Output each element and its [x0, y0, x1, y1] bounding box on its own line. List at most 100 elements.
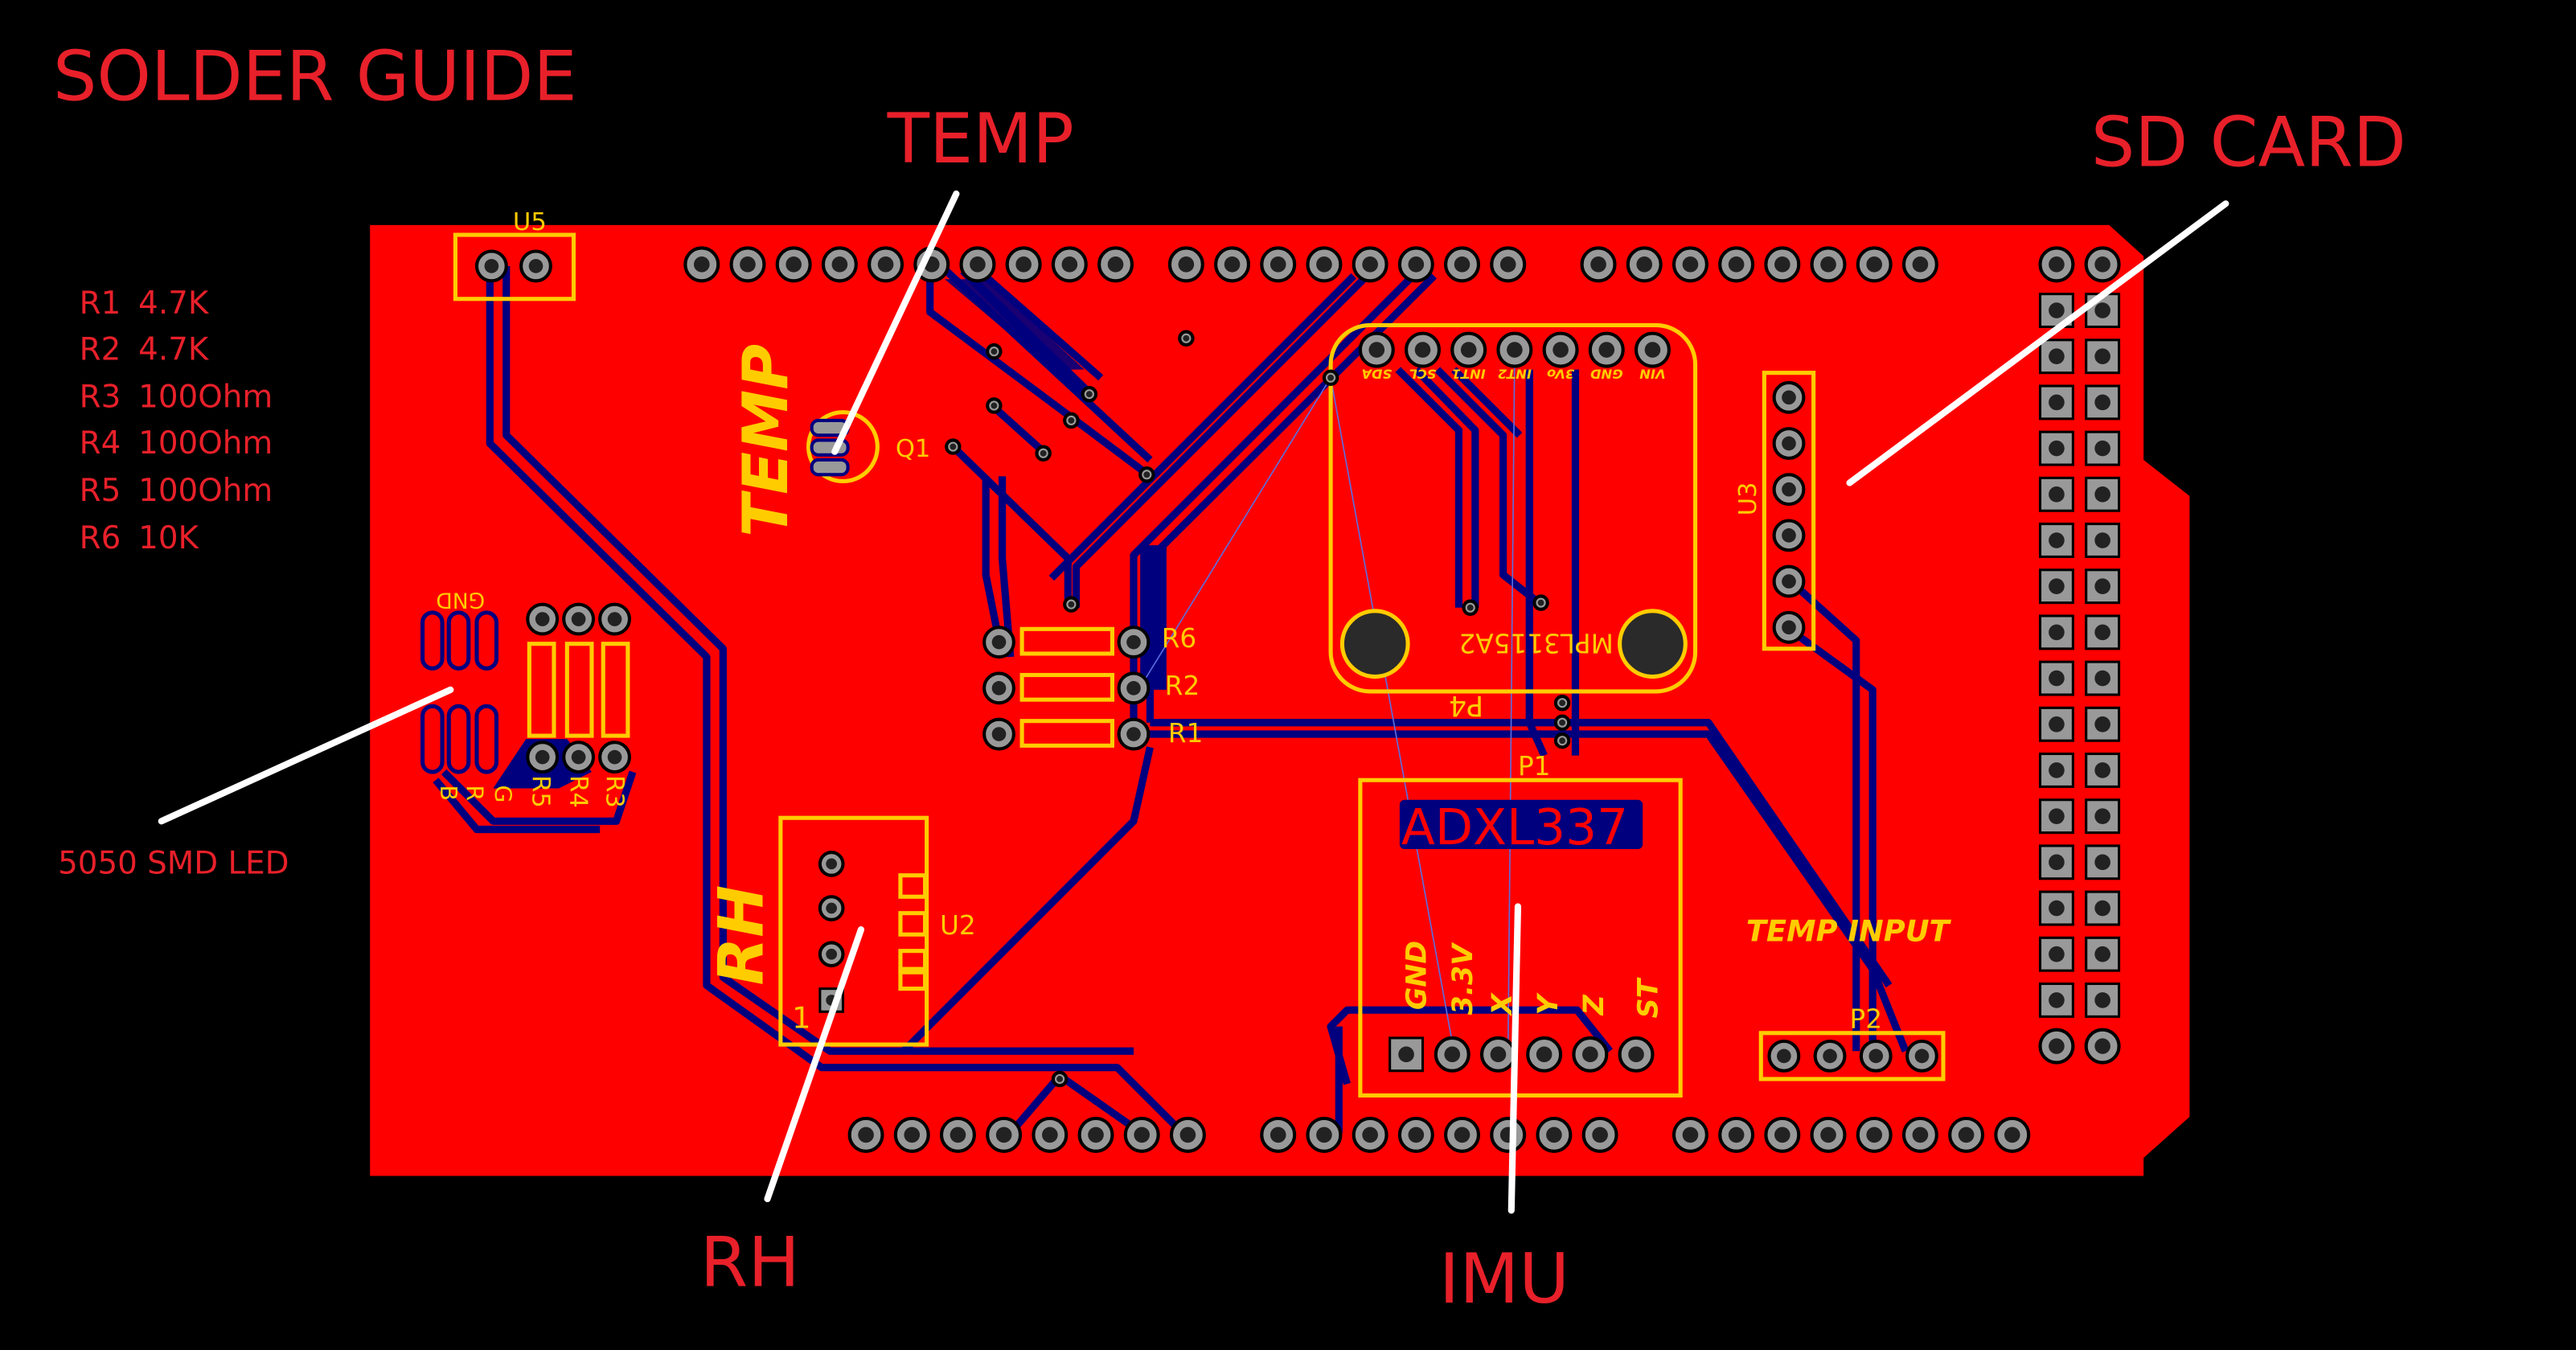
double-header-pin — [2038, 568, 2074, 605]
drill-hole — [1866, 256, 1883, 273]
drill-hole — [2049, 808, 2065, 824]
bom-value: 100Ohm — [138, 473, 273, 509]
adxl-pin-labels: GND 3.3V X Y Z ST — [1401, 941, 1665, 1019]
drill-hole — [2049, 440, 2065, 457]
drill-hole — [1134, 1126, 1151, 1143]
pointer-imu — [1507, 903, 1522, 1214]
silk-led-r: R — [461, 785, 489, 801]
silk-u5: U5 — [513, 208, 547, 236]
drill-hole — [1107, 256, 1124, 273]
r4-outline — [564, 642, 594, 738]
drill-hole — [1499, 256, 1516, 273]
p1-outline — [1358, 778, 1683, 1098]
drill-hole — [1068, 416, 1075, 424]
drill-hole — [1126, 634, 1141, 650]
drill-hole — [1224, 256, 1241, 273]
drill-hole — [2049, 670, 2065, 687]
drill-hole — [1958, 1126, 1975, 1143]
mpl-pin-label: INT2 — [1498, 367, 1532, 382]
drill-hole — [2094, 532, 2110, 548]
drill-hole — [1015, 256, 1032, 273]
r3-outline — [601, 642, 630, 738]
drill-hole — [2094, 762, 2110, 778]
drill-hole — [1270, 256, 1286, 273]
adxl-pin-label: 3.3V — [1447, 942, 1479, 1016]
drill-hole — [607, 749, 622, 765]
mpl-pin-label: SDA — [1361, 367, 1392, 382]
drill-hole — [1782, 482, 1796, 497]
drill-hole — [2049, 1038, 2065, 1054]
drill-hole — [1782, 574, 1796, 589]
double-header-pin — [2038, 706, 2074, 742]
drill-hole — [535, 612, 550, 626]
bom-value: 100Ohm — [138, 425, 273, 462]
drill-hole — [1454, 256, 1471, 273]
mpl-pin-label: INT1 — [1452, 367, 1486, 382]
drill-hole — [1466, 604, 1474, 611]
drill-hole — [2049, 854, 2065, 871]
drill-hole — [1823, 1048, 1837, 1064]
adxl-pin-label: ST — [1633, 977, 1665, 1018]
drill-hole — [2049, 578, 2065, 595]
mpl-pin-label: 3Vo — [1547, 367, 1574, 382]
double-header-pin — [2038, 384, 2074, 421]
double-header-pin — [2085, 936, 2121, 972]
drill-hole — [1728, 256, 1745, 273]
r1-outline — [1019, 719, 1114, 748]
drill-hole — [2049, 716, 2065, 732]
drill-hole — [2004, 1126, 2020, 1143]
drill-hole — [1592, 1126, 1608, 1143]
drill-hole — [1682, 1126, 1699, 1143]
drill-hole — [2049, 946, 2065, 962]
mpl-outline — [1328, 322, 1698, 694]
r6-outline — [1019, 626, 1114, 656]
drill-hole — [2094, 1038, 2110, 1054]
drill-hole — [2094, 440, 2110, 457]
drill-hole — [1454, 1126, 1471, 1143]
drill-hole — [1774, 1126, 1790, 1143]
drill-hole — [1728, 1126, 1745, 1143]
drill-hole — [995, 1126, 1012, 1143]
q1-pads — [810, 418, 850, 477]
drill-hole — [528, 259, 544, 273]
pointer-temp — [831, 190, 960, 455]
adxl-pin-label: GND — [1401, 941, 1434, 1010]
drill-hole — [1546, 1126, 1562, 1143]
double-header-pin — [2085, 890, 2121, 926]
drill-hole — [1820, 1126, 1836, 1143]
pointer-rh — [764, 926, 865, 1203]
silk-r6: R6 — [1162, 623, 1197, 654]
silk-p2: P2 — [1850, 1004, 1883, 1035]
drill-hole — [1408, 1126, 1425, 1143]
drill-hole — [2049, 486, 2065, 503]
bom-value: 10K — [138, 520, 199, 556]
drill-hole — [970, 256, 986, 273]
bom-value: 4.7K — [138, 331, 210, 367]
drill-hole — [1270, 1126, 1286, 1143]
bom-ref: R4 — [80, 425, 121, 462]
drill-hole — [1490, 1046, 1507, 1063]
drill-hole — [2094, 486, 2110, 503]
drill-hole — [991, 727, 1007, 741]
drill-hole — [877, 256, 894, 273]
u2-pad-mark — [898, 949, 928, 975]
silk-p4: P4 — [1449, 689, 1483, 721]
drill-hole — [1068, 601, 1075, 608]
mpl-pin-labels: SDA SCL INT1 INT2 3Vo GND VIN — [1361, 367, 1665, 382]
drill-hole — [1866, 1126, 1883, 1143]
drill-hole — [1774, 256, 1790, 273]
drill-hole — [2094, 946, 2110, 962]
drill-hole — [693, 256, 710, 273]
drill-hole — [1914, 1048, 1930, 1064]
copper-traces — [433, 265, 1909, 1137]
u5-outline — [453, 232, 576, 302]
drill-hole — [1598, 342, 1615, 358]
callout-led: 5050 SMD LED — [58, 846, 289, 882]
drill-hole — [1414, 342, 1431, 358]
silk-temp: TEMP — [730, 344, 802, 537]
drill-hole — [1368, 342, 1385, 358]
drill-hole — [2049, 302, 2065, 318]
drill-hole — [2049, 532, 2065, 548]
drill-hole — [1536, 1046, 1553, 1063]
mounting-hole — [1339, 609, 1410, 679]
